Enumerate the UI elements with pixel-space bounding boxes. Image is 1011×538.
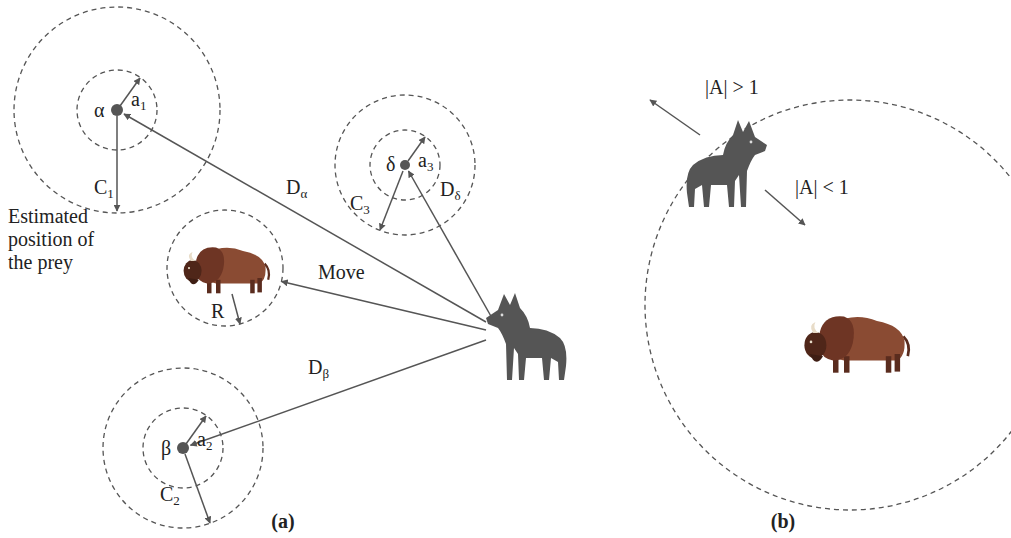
vector-label: C <box>160 483 173 506</box>
radius-label: R <box>211 300 224 323</box>
subscript: 2 <box>173 494 180 509</box>
subscript: 1 <box>140 99 147 114</box>
vector-label: a <box>197 428 206 451</box>
subscript: 2 <box>206 439 213 454</box>
vector-label: a <box>131 88 140 111</box>
vector-label: C <box>350 192 363 215</box>
distance-label: D <box>308 356 322 379</box>
panel-label: (a) <box>271 510 294 533</box>
condition-label: |A| < 1 <box>795 176 849 199</box>
wolf-rank-label: β <box>161 437 171 460</box>
subscript: α <box>300 187 307 202</box>
subscript: 3 <box>363 203 370 218</box>
move-label: Move <box>318 261 365 284</box>
wolf-rank-label: δ <box>386 153 395 176</box>
condition-label: |A| > 1 <box>705 76 759 99</box>
panel-label: (b) <box>771 510 795 533</box>
distance-label: D <box>286 176 300 199</box>
wolf-rank-label: α <box>94 99 104 122</box>
subscript: β <box>322 367 329 382</box>
distance-label: D <box>440 178 454 201</box>
subscript: δ <box>454 189 460 204</box>
vector-label: C <box>94 176 107 199</box>
prey-note: Estimated position of the prey <box>8 205 98 274</box>
subscript: 3 <box>427 160 434 175</box>
vector-label: a <box>418 149 427 172</box>
subscript: 1 <box>107 187 114 202</box>
